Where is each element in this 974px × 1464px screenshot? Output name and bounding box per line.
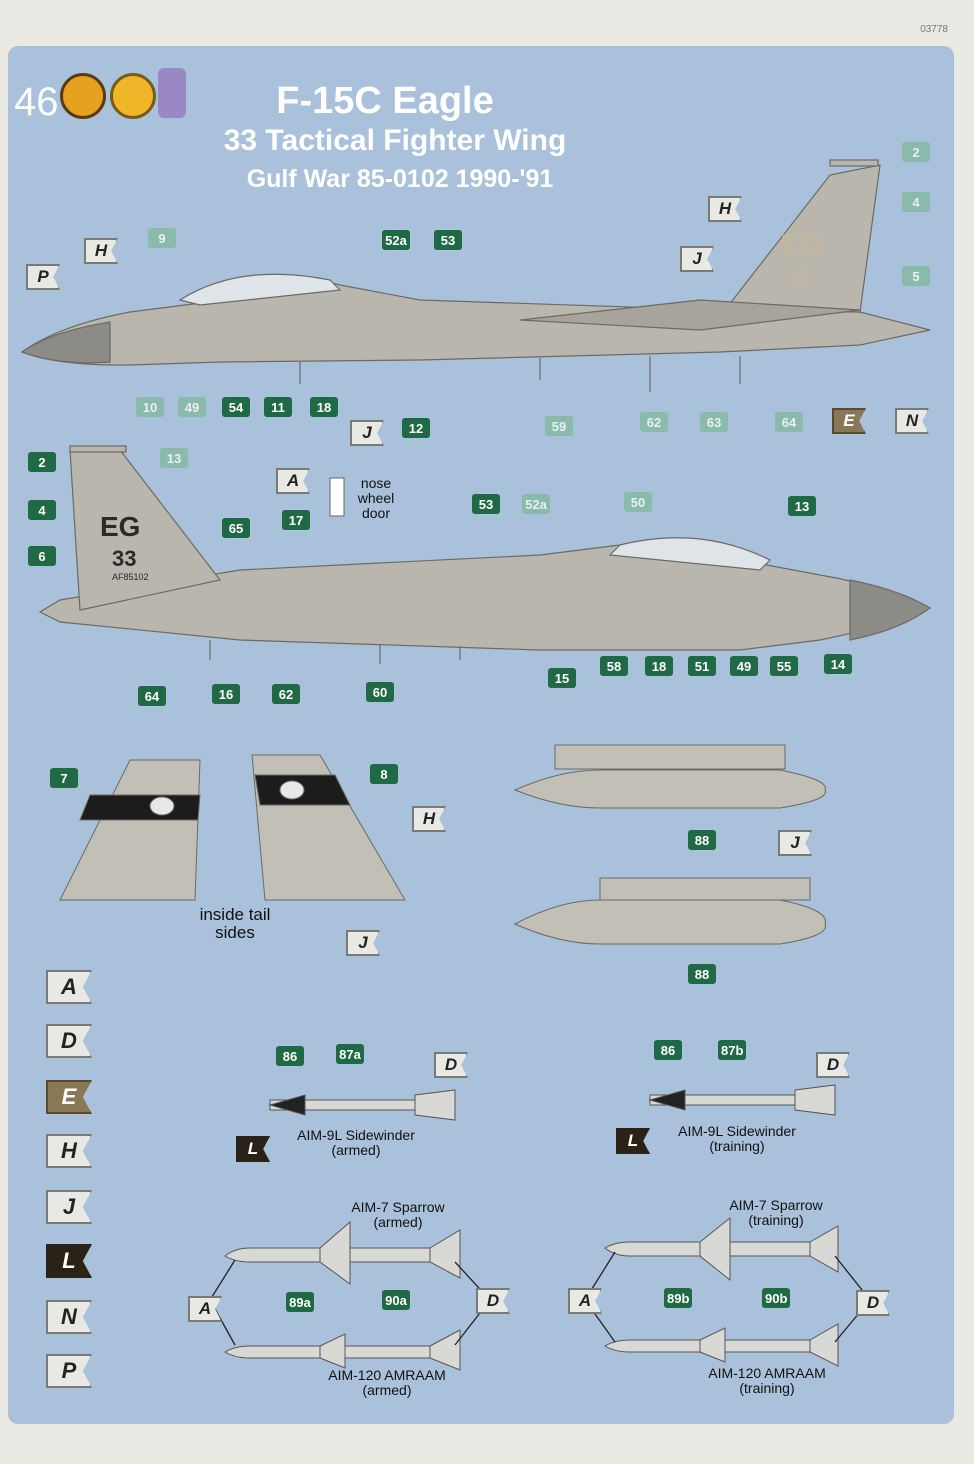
nose-wheel-door-icon: [329, 477, 345, 517]
page-number: 46: [14, 80, 59, 124]
decal-number: 87b: [718, 1040, 747, 1060]
decal-number: 51: [688, 656, 716, 676]
paint-tag-p: P: [26, 264, 60, 290]
decal-number: 11: [264, 397, 292, 417]
star-icon: [110, 73, 156, 119]
decal-number: 4: [28, 500, 56, 520]
decal-number: 60: [366, 682, 394, 702]
decal-number: 86: [276, 1046, 304, 1066]
decal-number: 10: [136, 397, 164, 417]
inside-tail-sides-label: inside tail sides: [199, 905, 271, 942]
decal-number: 62: [272, 684, 300, 704]
paint-tag-j: J: [778, 830, 812, 856]
decal-number: 49: [178, 397, 206, 417]
decal-number: 17: [282, 510, 310, 530]
catalog-number: 03778: [920, 24, 948, 35]
decal-number: 64: [138, 686, 166, 706]
decal-number: 2: [28, 452, 56, 472]
decal-number: 62: [640, 412, 668, 432]
tail-number-text: 33: [112, 546, 136, 571]
aim9-training-label: AIM-9L Sidewinder (training): [678, 1123, 796, 1154]
decal-number: 53: [472, 494, 500, 514]
decal-number: 89a: [286, 1292, 314, 1312]
decal-number: 8: [370, 764, 398, 784]
decal-number: 12: [402, 418, 430, 438]
aim7-training-label: AIM-7 Sparrow (training): [729, 1197, 823, 1228]
decal-number: 49: [730, 656, 758, 676]
decal-number: 13: [160, 448, 188, 468]
tail-fin-right: [251, 754, 406, 901]
unit-title: 33 Tactical Fighter Wing: [223, 124, 567, 157]
decal-number: 16: [212, 684, 240, 704]
fuel-tank-upper: [513, 744, 826, 809]
decal-number: 13: [788, 496, 816, 516]
decal-number: 52a: [382, 230, 410, 250]
paint-tag-h: H: [412, 806, 446, 832]
nose-wheel-door-label: nose wheel door: [357, 475, 395, 521]
decal-number: 89b: [664, 1288, 693, 1308]
decal-number: 4: [902, 192, 930, 212]
decal-number: 90b: [762, 1288, 791, 1308]
decal-number: 50: [624, 492, 652, 512]
paint-bottle-icon: [158, 68, 186, 118]
aim120-training-missile: [604, 1323, 839, 1367]
aim120-armed-missile: [224, 1329, 461, 1371]
decal-number: 54: [222, 397, 250, 417]
decal-number: 2: [902, 142, 930, 162]
decal-number: 9: [148, 228, 176, 248]
svg-text:33: 33: [786, 263, 810, 288]
paint-tag-d: D: [856, 1290, 890, 1316]
decal-number: 5: [902, 266, 930, 286]
fuel-tank-lower: [513, 877, 826, 945]
serial-text: AF85102: [112, 572, 149, 582]
brush-icon: [60, 73, 106, 119]
decal-number: 15: [548, 668, 576, 688]
decal-number: 7: [50, 768, 78, 788]
decal-number: 88: [688, 830, 716, 850]
decal-number: 55: [770, 656, 798, 676]
aim7-armed-missile: [224, 1220, 461, 1285]
decal-number: 65: [222, 518, 250, 538]
decal-number: 59: [545, 416, 573, 436]
aim120-training-label: AIM-120 AMRAAM (training): [708, 1365, 826, 1396]
aim9-armed-missile: [268, 1089, 456, 1121]
decal-number: 14: [824, 654, 852, 674]
aim9-armed-label: AIM-9L Sidewinder (armed): [297, 1127, 415, 1158]
tail-code-text: EG: [100, 511, 140, 542]
decal-number: 18: [310, 397, 338, 417]
decal-number: 63: [700, 412, 728, 432]
decal-number: 88: [688, 964, 716, 984]
decal-number: 90a: [382, 1290, 410, 1310]
aircraft-title: F-15C Eagle: [276, 80, 494, 122]
decal-number: 86: [654, 1040, 682, 1060]
decal-number: 53: [434, 230, 462, 250]
tail-fin-left: [59, 759, 201, 901]
decal-number: 18: [645, 656, 673, 676]
detail-title: Gulf War 85-0102 1990-'91: [246, 165, 554, 193]
aircraft-side-view-right: [38, 445, 932, 664]
decal-number: 52a: [522, 494, 550, 514]
aim7-training-missile: [604, 1216, 839, 1282]
aim9-training-missile: [648, 1084, 836, 1116]
aim120-armed-label: AIM-120 AMRAAM (armed): [328, 1367, 446, 1398]
paint-tag-d: D: [434, 1052, 468, 1078]
aim7-armed-label: AIM-7 Sparrow (armed): [351, 1199, 445, 1230]
aircraft-side-view-left: [20, 159, 931, 392]
svg-text:EG: EG: [780, 229, 823, 262]
decal-number: 6: [28, 546, 56, 566]
decal-number: 64: [775, 412, 803, 432]
decal-number: 87a: [336, 1044, 364, 1064]
decal-number: 58: [600, 656, 628, 676]
